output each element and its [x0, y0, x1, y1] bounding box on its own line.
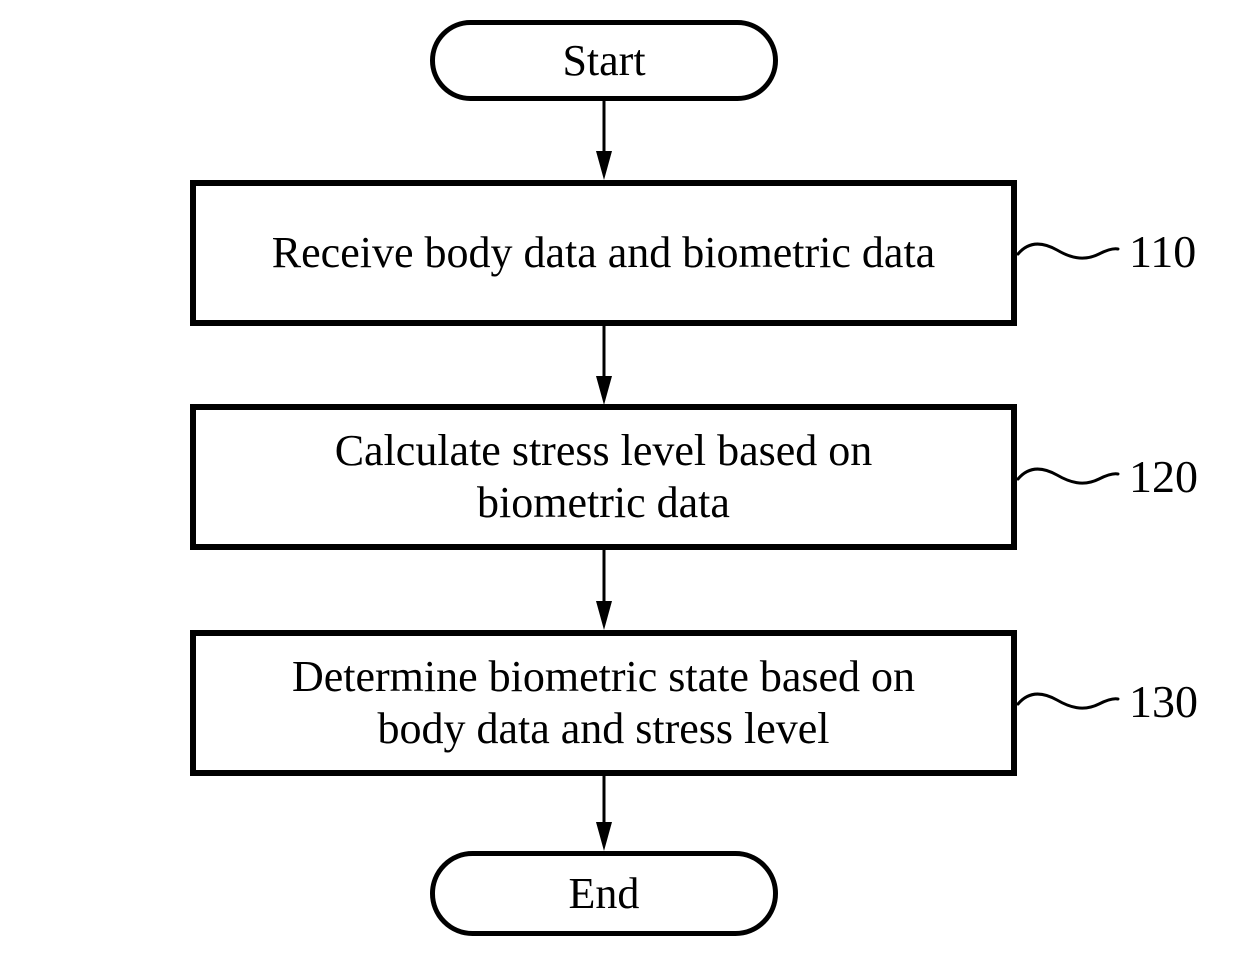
- reference-label: 110: [1129, 226, 1197, 277]
- flow-arrow: [596, 775, 612, 851]
- reference-group-120: 120: [1016, 454, 1198, 500]
- flow-arrow: [596, 100, 612, 180]
- reference-group-110: 110: [1016, 229, 1196, 275]
- flow-arrow: [596, 325, 612, 405]
- reference-squiggle-icon: [1016, 242, 1120, 260]
- process-box-130-label: Determine biometric state based on body …: [291, 652, 916, 753]
- process-box-110-label: Receive body data and biometric data: [271, 228, 936, 278]
- process-box-110: Receive body data and biometric data: [190, 180, 1017, 326]
- reference-squiggle-icon: [1016, 467, 1120, 485]
- process-box-130: Determine biometric state based on body …: [190, 630, 1017, 776]
- process-box-120: Calculate stress level based on biometri…: [190, 404, 1017, 550]
- flow-arrow: [596, 550, 612, 630]
- reference-label: 120: [1129, 451, 1198, 502]
- start-terminal: Start: [430, 20, 778, 101]
- reference-squiggle-icon: [1016, 692, 1120, 710]
- process-box-120-label: Calculate stress level based on biometri…: [334, 426, 873, 527]
- end-label: End: [568, 869, 640, 918]
- end-terminal: End: [430, 851, 778, 936]
- start-label: Start: [562, 36, 646, 85]
- reference-label: 130: [1129, 676, 1198, 727]
- reference-group-130: 130: [1016, 679, 1198, 725]
